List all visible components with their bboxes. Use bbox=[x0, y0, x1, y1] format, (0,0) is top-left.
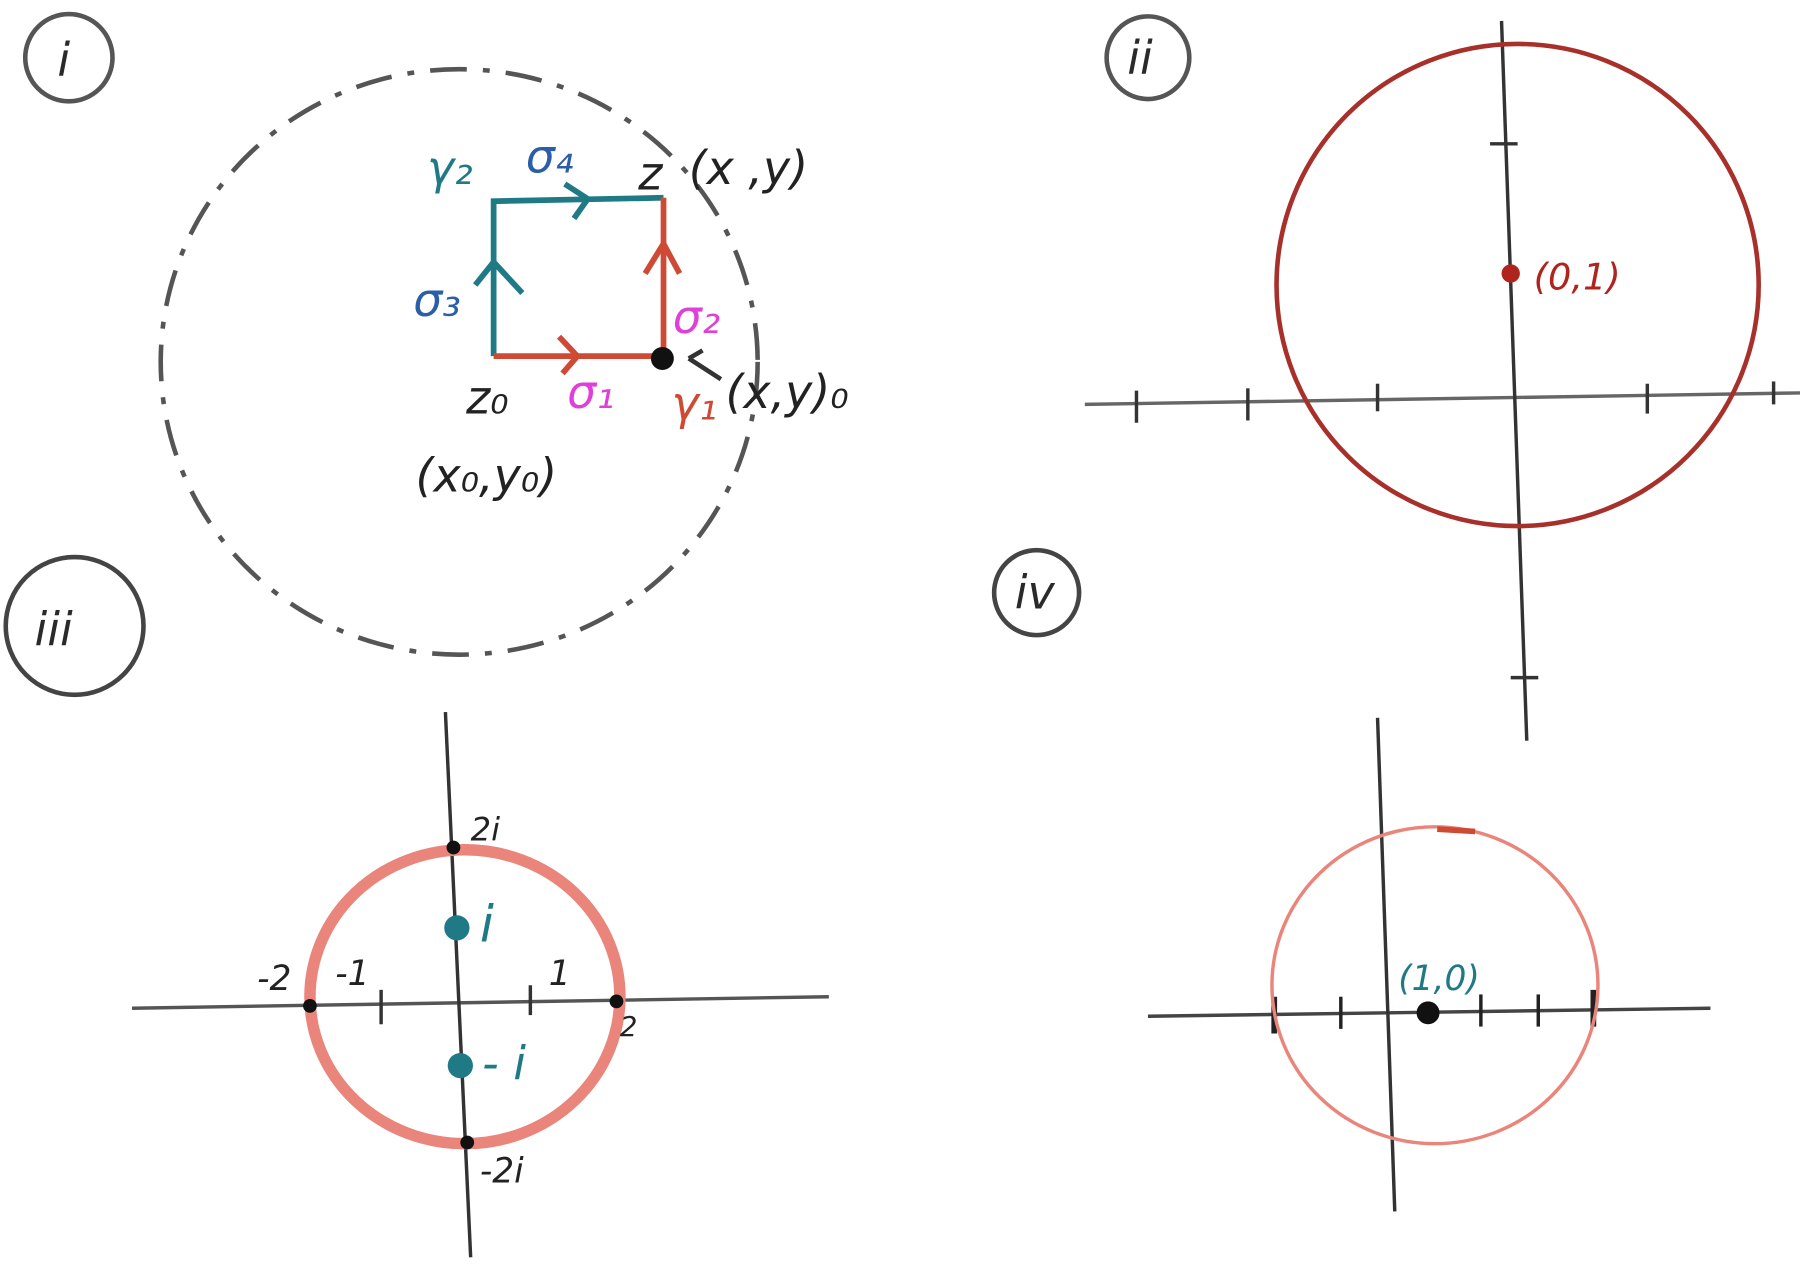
pointer-arrow-icon bbox=[687, 348, 723, 382]
point-marker bbox=[650, 346, 674, 370]
label-minus-i: - i bbox=[482, 1036, 526, 1090]
y-axis bbox=[443, 711, 473, 1258]
label-2i: 2i bbox=[471, 811, 500, 849]
panel-iii-badge bbox=[3, 554, 146, 698]
label-2: 2 bbox=[620, 1011, 638, 1043]
y-axis bbox=[1375, 717, 1397, 1212]
point-minus-i bbox=[447, 1052, 473, 1079]
panel-ii-badge bbox=[1104, 14, 1192, 102]
label-sigma4: σ₄ bbox=[526, 130, 574, 184]
label-1: 1 bbox=[549, 954, 571, 994]
label-x0y0: (x₀,y₀) bbox=[416, 449, 558, 503]
panel-i-label: i bbox=[57, 33, 70, 87]
arrow-right-icon bbox=[563, 181, 592, 221]
panel-iii: iii 2i i - i -2i -2 -1 1 2 bbox=[3, 554, 829, 1258]
label-xy: (x ,y) bbox=[689, 141, 808, 195]
center-point bbox=[1501, 264, 1520, 283]
label-z: z bbox=[637, 147, 663, 201]
point-i bbox=[444, 915, 470, 941]
label-point: (1,0) bbox=[1398, 959, 1480, 999]
axis-ticks bbox=[1134, 142, 1776, 680]
x-axis bbox=[131, 995, 829, 1010]
label-sigma3: σ₃ bbox=[413, 273, 461, 327]
label-sigma1: σ₁ bbox=[567, 365, 615, 419]
arrow-up-icon bbox=[473, 257, 525, 295]
panel-i: i γ₂ σ₄ z (x ,y) σ₃ σ₂ σ₁ γ₁ z₀ (x₀,y₀) … bbox=[22, 11, 849, 657]
panel-iv: iv (1,0) bbox=[991, 547, 1711, 1212]
label-center: (0,1) bbox=[1534, 256, 1621, 299]
label-xy0: (x,y)₀ bbox=[726, 365, 849, 419]
panel-i-badge bbox=[22, 11, 115, 104]
label-minus-1: -1 bbox=[335, 954, 369, 994]
panel-iv-badge bbox=[991, 547, 1082, 638]
axis-ticks bbox=[379, 985, 533, 1025]
panel-iv-label: iv bbox=[1015, 566, 1056, 620]
path-gamma1 bbox=[493, 197, 667, 360]
path-gamma2 bbox=[490, 194, 664, 357]
label-gamma2: γ₂ bbox=[427, 141, 473, 195]
circle-center-1-0 bbox=[1270, 825, 1600, 1146]
panel-ii-label: ii bbox=[1127, 31, 1153, 85]
y-axis bbox=[1499, 20, 1529, 741]
orientation-arrow-icon bbox=[1437, 826, 1476, 835]
label-gamma1: γ₁ bbox=[672, 376, 718, 430]
circle-center-0-1 bbox=[1274, 41, 1761, 529]
arrow-right-icon bbox=[556, 334, 582, 376]
dashed-disk-boundary bbox=[158, 66, 760, 657]
intercept-points bbox=[303, 840, 624, 1150]
label-minus-2: -2 bbox=[257, 959, 291, 999]
x-axis bbox=[1084, 391, 1800, 407]
label-z0: z₀ bbox=[465, 371, 509, 425]
panel-iii-label: iii bbox=[34, 602, 73, 656]
label-minus-2i: -2i bbox=[480, 1152, 524, 1192]
label-sigma2: σ₂ bbox=[673, 290, 721, 344]
arrow-up-icon bbox=[642, 237, 683, 276]
center-point bbox=[1416, 1001, 1440, 1025]
panel-ii: ii (0,1) bbox=[1084, 14, 1800, 741]
label-i: i bbox=[480, 895, 494, 954]
